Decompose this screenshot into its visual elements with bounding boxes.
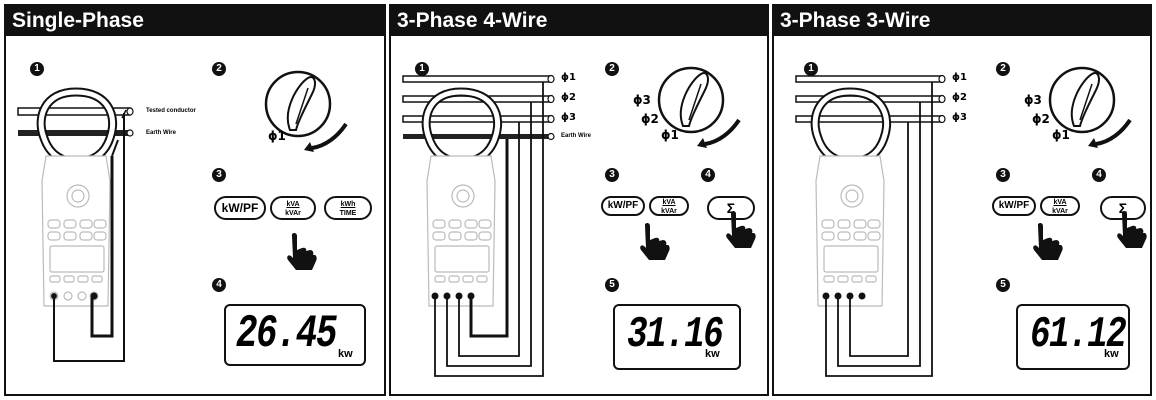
panel-title: 3-Phase 4-Wire — [391, 6, 767, 36]
pointing-hand-icon — [726, 210, 756, 248]
line-label-phi1: ϕ1 — [561, 72, 576, 83]
rotary-dial-icon — [1048, 66, 1132, 148]
kw-pf-button[interactable]: kW/PF — [601, 196, 645, 216]
line-label-phi1: ϕ1 — [952, 72, 967, 83]
kva-kvar-button[interactable]: kVA kVAr — [649, 196, 689, 216]
clamp-meter-wiring-diagram — [402, 74, 555, 377]
kva-label: kVA — [662, 199, 676, 206]
step-2-badge: 2 — [605, 62, 619, 76]
kvar-label: kVAr — [661, 208, 677, 215]
lcd-display: 31.16 kw — [613, 304, 741, 370]
kw-pf-button[interactable]: kW/PF — [214, 196, 266, 220]
pointing-hand-icon — [287, 232, 317, 270]
kva-kvar-button[interactable]: kVA kVAr — [270, 196, 316, 220]
tested-conductor-label: Tested conductor — [146, 108, 196, 114]
step-5-badge: 5 — [605, 278, 619, 292]
kva-kvar-button[interactable]: kVA kVAr — [1040, 196, 1080, 216]
display-unit: kw — [1104, 348, 1119, 360]
clamp-meter-wiring-diagram — [17, 87, 134, 362]
display-unit: kw — [705, 348, 720, 360]
step-2-badge: 2 — [212, 62, 226, 76]
lcd-display: 61.12 kw — [1016, 304, 1130, 370]
panel-3-phase-3-wire: 3-Phase 3-Wire 1 2 3 4 5 ϕ1 ϕ2 ϕ3 — [772, 4, 1152, 396]
panel-title: 3-Phase 3-Wire — [774, 6, 1150, 36]
display-value: 61.12 — [1030, 310, 1127, 360]
dial-phase-label-2: ϕ2 — [1032, 112, 1050, 126]
display-unit: kw — [338, 348, 353, 360]
display-value: 31.16 — [627, 310, 724, 360]
step-1-badge: 1 — [415, 62, 429, 76]
sigma-button[interactable]: Σ — [707, 196, 755, 220]
display-value: 26.45 — [236, 308, 337, 360]
time-label: TIME — [339, 210, 357, 217]
step-4-badge: 4 — [1092, 168, 1106, 182]
kwh-label: kWh — [340, 201, 356, 208]
line-label-phi2: ϕ2 — [952, 92, 967, 103]
panel-3-phase-4-wire: 3-Phase 4-Wire 1 2 3 4 5 ϕ1 ϕ — [389, 4, 769, 396]
step-3-badge: 3 — [605, 168, 619, 182]
step-1-badge: 1 — [804, 62, 818, 76]
dial-phase-label-2: ϕ2 — [641, 112, 659, 126]
earth-wire-label: Earth Wire — [561, 133, 591, 139]
panel-single-phase: Single-Phase 1 2 3 4 — [4, 4, 386, 396]
rotary-dial-icon — [264, 70, 348, 152]
rotary-dial-icon — [657, 66, 741, 148]
earth-wire-label: Earth Wire — [146, 130, 176, 136]
step-4-badge: 4 — [701, 168, 715, 182]
pointing-hand-icon — [640, 222, 670, 260]
step-1-badge: 1 — [30, 62, 44, 76]
panel-title: Single-Phase — [6, 6, 384, 36]
step-3-badge: 3 — [996, 168, 1010, 182]
line-label-phi3: ϕ3 — [952, 112, 967, 123]
step-3-badge: 3 — [212, 168, 226, 182]
kva-label: kVA — [286, 201, 300, 208]
kvar-label: kVAr — [1052, 208, 1068, 215]
pointing-hand-icon — [1033, 222, 1063, 260]
dial-phase-label: ϕ1 — [268, 129, 286, 143]
dial-phase-label-3: ϕ3 — [633, 93, 651, 107]
kva-label: kVA — [1053, 199, 1067, 206]
clamp-meter-wiring-diagram — [795, 74, 946, 377]
step-4-badge: 4 — [212, 278, 226, 292]
step-2-badge: 2 — [996, 62, 1010, 76]
kw-pf-button[interactable]: kW/PF — [992, 196, 1036, 216]
step-5-badge: 5 — [996, 278, 1010, 292]
lcd-display: 26.45 kw — [224, 304, 366, 366]
dial-phase-label-3: ϕ3 — [1024, 93, 1042, 107]
kwh-time-button[interactable]: kWh TIME — [324, 196, 372, 220]
pointing-hand-icon — [1117, 210, 1147, 248]
dial-phase-label-1: ϕ1 — [661, 128, 679, 142]
line-label-phi2: ϕ2 — [561, 92, 576, 103]
kvar-label: kVAr — [285, 210, 301, 217]
line-label-phi3: ϕ3 — [561, 112, 576, 123]
dial-phase-label-1: ϕ1 — [1052, 128, 1070, 142]
